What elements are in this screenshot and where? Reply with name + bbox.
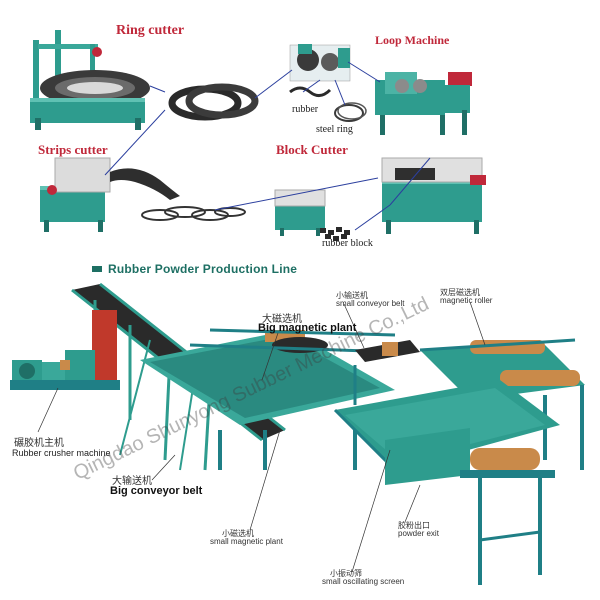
rubber-product — [289, 86, 332, 97]
small-conveyor-belt — [353, 340, 420, 405]
big-magnetic-cn: 大磁选机 — [262, 314, 302, 325]
small-magnetic-en: small magnetic plant — [210, 537, 283, 546]
big-magnetic-plant — [140, 328, 396, 425]
powder-exit-cn: 胶粉出口 — [398, 521, 430, 530]
steel-rings-product — [168, 83, 259, 121]
big-conveyor-en: Big conveyor belt — [110, 485, 203, 497]
rubber-strip-piece — [110, 168, 180, 200]
small-magnetic-cn: 小磁选机 — [222, 529, 254, 538]
block-cutter-machine — [381, 157, 486, 234]
small-magnetic-plant-bin — [385, 428, 470, 485]
double-magnetic-en: magnetic roller — [440, 296, 493, 305]
rubber-label: rubber — [292, 104, 319, 115]
rubber-strips-pile — [141, 206, 246, 221]
double-magnetic-roller — [419, 338, 585, 470]
loop-closeup-photo — [289, 44, 351, 82]
powder-exit-en: powder exit — [398, 529, 439, 538]
powder-exit-roller — [460, 448, 555, 585]
loop-machine — [375, 72, 472, 135]
steel-ring-product — [334, 104, 364, 122]
crusher-body — [92, 310, 117, 380]
big-magnetic-en: Big magnetic plant — [258, 322, 357, 334]
steel-ring-label: steel ring — [316, 124, 353, 135]
block-cutter-title: Block Cutter — [276, 142, 348, 157]
rubber-crusher-machine — [10, 350, 120, 390]
strips-cutter-machine — [40, 157, 111, 232]
loop-machine-title: Loop Machine — [375, 33, 450, 47]
rubber-block-pile — [320, 227, 350, 241]
rubber-block-label: rubber block — [322, 238, 373, 249]
block-cutter-small — [274, 189, 326, 236]
small-conveyor-en: small conveyor belt — [336, 299, 405, 308]
crusher-cn: 碾胶机主机 — [14, 438, 64, 449]
production-line-title: Rubber Powder Production Line — [108, 262, 298, 276]
small-conveyor-cn: 小输送机 — [336, 291, 368, 300]
strips-cutter-title: Strips cutter — [38, 142, 108, 157]
line-title-marker — [92, 266, 102, 272]
crusher-en: Rubber crusher machine — [12, 448, 111, 458]
ring-cutter-machine — [30, 30, 150, 130]
ring-cutter-title: Ring cutter — [116, 23, 185, 38]
big-conveyor-cn: 大输送机 — [112, 476, 152, 487]
oscillating-cn: 小振动筛 — [330, 569, 362, 578]
label-leaders — [37, 301, 486, 573]
oscillating-en: small oscillating screen — [322, 577, 405, 586]
double-magnetic-cn: 双层磁选机 — [440, 288, 480, 297]
process-arrows — [104, 61, 431, 231]
